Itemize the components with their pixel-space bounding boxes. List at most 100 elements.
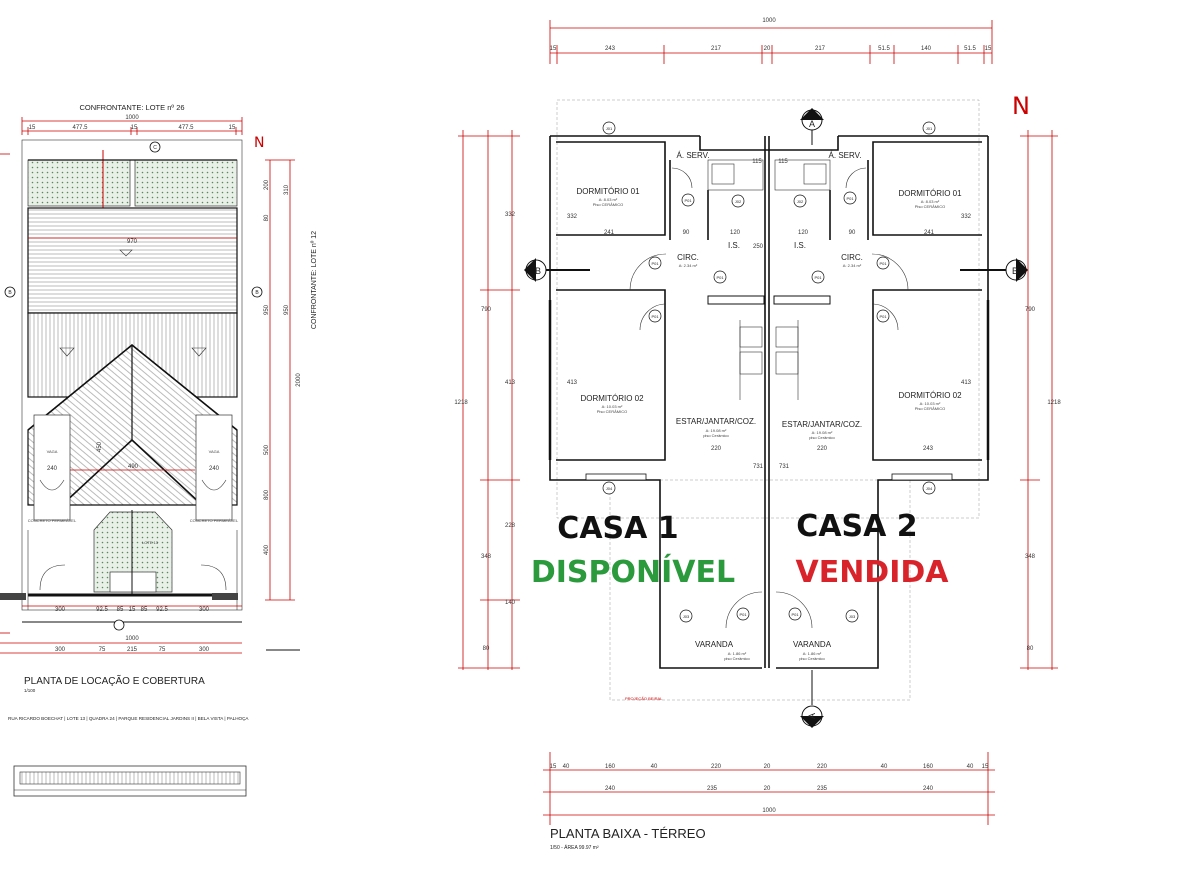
site-mid-p1: 92.5 (96, 607, 108, 613)
plan-bot1-p9: 40 (967, 764, 974, 770)
lote-label: LOTE 13 (142, 540, 159, 545)
site-side-label: CONFRONTANTE: LOTE nº 12 (311, 231, 318, 329)
door-tag: P01 (843, 191, 857, 205)
right-bathroom-label: I.S. (794, 241, 806, 250)
site-plan-title: PLANTA DE LOCAÇÃO E COBERTURA (24, 674, 205, 687)
svg-text:B: B (255, 290, 259, 296)
door-tag: J04 (922, 481, 936, 495)
concrete-label-right: CONCRETO PERMEÁVEL (190, 518, 239, 523)
door-tag: J01 (922, 121, 936, 135)
site-bot-p3: 75 (159, 647, 166, 653)
plan-bot1-p8: 160 (923, 764, 934, 770)
roof-main (27, 207, 238, 314)
plan-left-228: 228 (505, 523, 516, 529)
svg-text:J04: J04 (926, 486, 933, 491)
roof-width-490: 490 (128, 464, 139, 470)
svg-text:J03: J03 (683, 614, 690, 619)
left-bedroom2-floor: Piso CERÂMICO (597, 409, 627, 414)
section-marker-b-left: B (524, 258, 547, 282)
right-bedroom1-label: DORMITÓRIO 01 (898, 189, 962, 198)
plan-bot2-p1: 235 (707, 786, 718, 792)
left-bathroom-label: I.S. (728, 241, 740, 250)
plan-bot1-p5: 20 (764, 764, 771, 770)
right-living-area: A: 19.08 m² (812, 430, 833, 435)
projection-label: PROJEÇÃO BEIRAL (625, 696, 663, 701)
site-top-p0: 15 (29, 125, 36, 131)
dim-90-l: 90 (683, 230, 690, 236)
door-tag: P01 (736, 607, 750, 621)
site-bot-p0: 300 (55, 647, 66, 653)
plan-left-1218: 1218 (454, 400, 468, 406)
right-bedroom1-area: A: 8.03 m² (921, 199, 940, 204)
left-porch-floor: piso Cerâmico (724, 656, 750, 661)
door-tag: P01 (648, 256, 662, 270)
dim-250: 250 (753, 244, 764, 250)
svg-text:P01: P01 (716, 275, 724, 280)
svg-text:P01: P01 (684, 198, 692, 203)
plan-top-p8: 15 (985, 46, 992, 52)
floor-plan-title: PLANTA BAIXA - TÉRREO (550, 826, 706, 841)
left-circ-area: A: 2.34 m² (679, 263, 698, 268)
dim-731-l: 731 (753, 464, 764, 470)
left-bedroom1-floor: Piso CERÂMICO (593, 202, 623, 207)
left-porch-label: VARANDA (695, 640, 734, 649)
plan-bot1-p3: 40 (651, 764, 658, 770)
svg-text:P01: P01 (651, 261, 659, 266)
plan-bot1-p7: 40 (881, 764, 888, 770)
door-tag: P01 (681, 193, 695, 207)
right-service-label: Á. SERV. (829, 151, 862, 160)
plan-bot2-p0: 240 (605, 786, 616, 792)
plan-left-413: 413 (505, 380, 516, 386)
svg-text:P01: P01 (879, 261, 887, 266)
plan-top-p4: 217 (815, 46, 826, 52)
house2-status: VENDIDA (795, 555, 949, 590)
site-plan: CONFRONTANTE: LOTE nº 26 1000 15 477.5 1… (0, 103, 318, 797)
plan-top-p6: 140 (921, 46, 932, 52)
dim-332-r: 332 (961, 214, 972, 220)
left-bedroom2-area: A: 10.03 m² (602, 404, 623, 409)
svg-text:B: B (1012, 266, 1018, 276)
north-arrow-right-icon: N (1012, 92, 1030, 120)
right-porch-floor: piso Cerâmico (799, 656, 825, 661)
site-right-p3: 500 (264, 444, 270, 455)
plan-bot1-p4: 220 (711, 764, 722, 770)
left-bedroom1-label: DORMITÓRIO 01 (576, 187, 640, 196)
right-living-floor: piso Cerâmico (809, 435, 835, 440)
plan-bot2-p2: 20 (764, 786, 771, 792)
left-living-floor: piso Cerâmico (703, 433, 729, 438)
section-marker-a-top: A (800, 108, 824, 131)
plan-top-total: 1000 (762, 18, 776, 24)
svg-text:P01: P01 (814, 275, 822, 280)
svg-text:P01: P01 (651, 314, 659, 319)
dim-413-l: 413 (567, 380, 578, 386)
site-neighbor-label: CONFRONTANTE: LOTE nº 26 (79, 103, 184, 112)
dim-90-r: 90 (849, 230, 856, 236)
elevation-strip (13, 765, 247, 797)
site-mid-p4: 85 (141, 607, 148, 613)
plan-right-80: 80 (1027, 646, 1034, 652)
svg-text:A: A (809, 119, 815, 129)
dim-115-l: 115 (752, 159, 762, 165)
garden-area-left (27, 159, 131, 207)
site-bot-p4: 300 (199, 647, 210, 653)
svg-text:J02: J02 (735, 199, 742, 204)
left-circ-label: CIRC. (677, 253, 699, 262)
svg-text:J01: J01 (606, 126, 613, 131)
dim-731-r: 731 (779, 464, 790, 470)
door-tag: J02 (731, 194, 745, 208)
door-tag: J03 (679, 609, 693, 623)
parking-label-right: VAGA (209, 449, 220, 454)
svg-text:P01: P01 (739, 612, 747, 617)
left-bedroom2-label: DORMITÓRIO 02 (580, 394, 644, 403)
door-tag: P01 (876, 256, 890, 270)
door-tag: J02 (793, 194, 807, 208)
right-porch-area: A: 1.86 m² (803, 651, 822, 656)
svg-text:J01: J01 (926, 126, 933, 131)
plan-bot2-p3: 235 (817, 786, 828, 792)
concrete-label-left: CONCRETO PERMEÁVEL (28, 518, 77, 523)
garage-right (195, 414, 233, 521)
house1-status: DISPONÍVEL (531, 554, 735, 590)
site-top-p2: 15 (131, 125, 138, 131)
plan-bot1-p10: 15 (982, 764, 989, 770)
